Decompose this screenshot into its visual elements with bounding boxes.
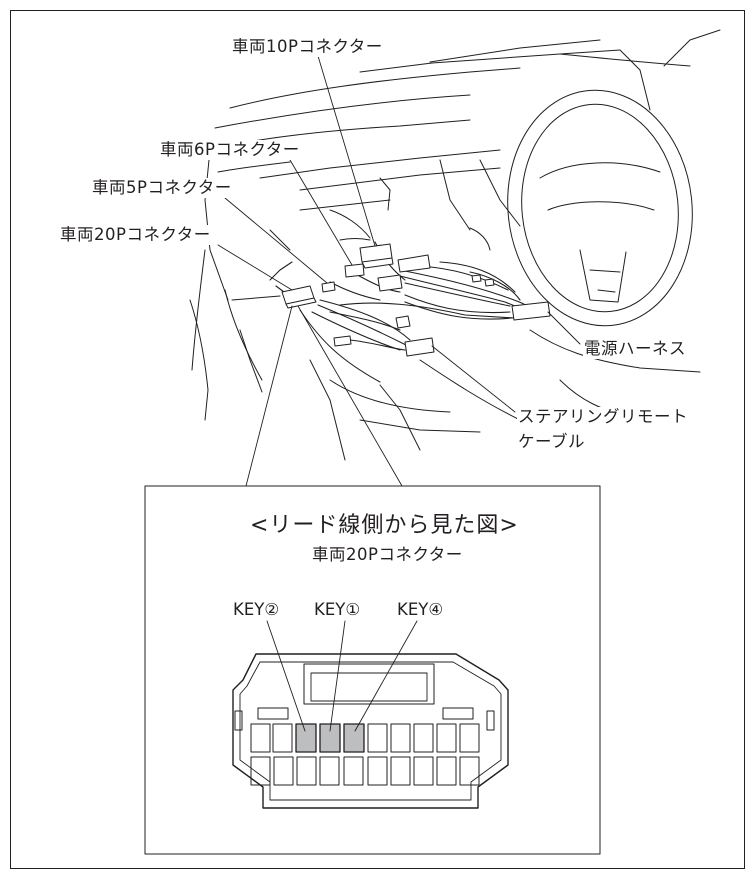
- connector-20p: [281, 285, 317, 309]
- dashboard-lines: [189, 29, 721, 461]
- connector-5p: [321, 281, 336, 293]
- pin-key2: [295, 723, 317, 753]
- label-key4: KEY④: [396, 600, 445, 620]
- pin-key1: [319, 723, 341, 753]
- guide-right: [442, 707, 474, 720]
- steering-wheel: [507, 89, 693, 327]
- power-harness-connector: [511, 301, 551, 321]
- inset-title: <リード線側から見た図>: [250, 513, 519, 538]
- inset-subtitle: 車両20Pコネクター: [312, 545, 463, 564]
- connector-face-outline: [232, 653, 509, 809]
- inset-box: [144, 485, 601, 855]
- pin-key4: [343, 723, 365, 753]
- label-vehicle-5p-connector: 車両5Pコネクター: [91, 178, 233, 198]
- diagram-frame: [10, 10, 745, 869]
- label-steering-remote-cable: ケーブル: [517, 432, 587, 452]
- connector-10p: [359, 243, 394, 269]
- pin-row-bottom: [250, 756, 480, 786]
- label-key1: KEY①: [313, 600, 362, 620]
- label-vehicle-20p-connector: 車両20Pコネクター: [59, 225, 212, 245]
- side-slot-left: [234, 710, 243, 731]
- connector-20p-face: [232, 620, 509, 809]
- latch-inner: [310, 672, 428, 702]
- key-leader-lines: [266, 620, 418, 732]
- label-vehicle-6p-connector: 車両6Pコネクター: [159, 140, 301, 160]
- pin-row-top: [250, 723, 480, 753]
- guide-left: [257, 707, 289, 720]
- latch-outer: [303, 663, 435, 705]
- side-slot-right: [486, 710, 495, 731]
- label-vehicle-10p-connector: 車両10Pコネクター: [231, 37, 384, 57]
- label-key2: KEY②: [232, 600, 281, 620]
- connector-6p: [344, 263, 365, 278]
- leader-lines: [217, 55, 581, 487]
- connector-face-inner: [239, 661, 502, 801]
- label-power-harness: 電源ハーネス: [583, 339, 687, 359]
- harness-connectors: [281, 243, 551, 357]
- steering-remote-connector: [404, 337, 435, 357]
- label-steering-remote: ステアリングリモート: [517, 407, 689, 427]
